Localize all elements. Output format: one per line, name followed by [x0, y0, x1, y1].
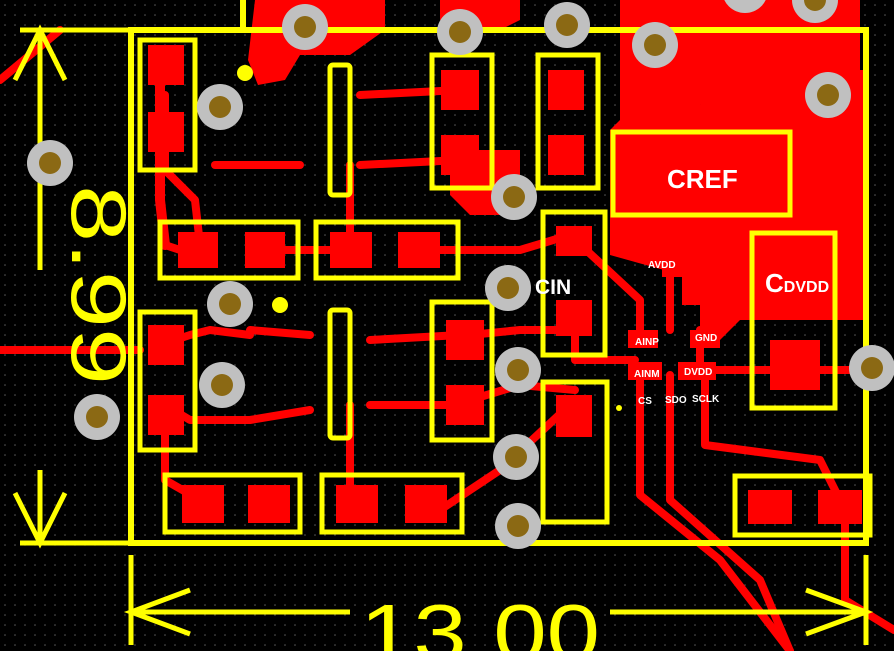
comp-outline: [313, 219, 461, 281]
trace-24: [636, 371, 794, 651]
pad: [148, 395, 184, 435]
horizontal-dimension: [123, 555, 874, 645]
pad: [441, 135, 479, 175]
via: [495, 503, 541, 549]
pad: [818, 490, 862, 524]
trace-15: [246, 326, 314, 339]
vias: [27, 0, 894, 549]
trace-12: [566, 231, 644, 334]
pad: [628, 330, 658, 348]
pad: [548, 70, 584, 110]
pad: [770, 340, 820, 390]
via: [493, 434, 539, 480]
trace-3: [155, 60, 170, 250]
pad: [678, 362, 716, 380]
comp-outline: [157, 219, 301, 281]
pin1-marker: [616, 405, 622, 411]
comp-outline: [540, 209, 608, 358]
comp-outline: [429, 299, 495, 443]
comp-outline: [732, 473, 873, 538]
pad: [398, 232, 440, 268]
via: [544, 2, 590, 48]
cdvdd-outline: [749, 230, 838, 411]
labels: CREF CIN CDVDD AVDD AINP GND AINM DVDD C…: [55, 164, 829, 651]
bar-outline: [327, 62, 353, 198]
pad: [446, 385, 484, 425]
via: [74, 394, 120, 440]
via: [792, 0, 838, 23]
via: [491, 174, 537, 220]
comp-outline: [540, 379, 610, 525]
pad: [690, 330, 720, 348]
pad: [148, 112, 184, 152]
pad: [336, 485, 378, 523]
via: [495, 347, 541, 393]
via: [197, 84, 243, 130]
comp-outline: [137, 309, 198, 453]
label-cin: CIN: [535, 276, 571, 299]
pin-sdo: SDO: [665, 395, 687, 406]
silkscreen: [12, 0, 874, 645]
pad: [446, 320, 484, 360]
via: [27, 140, 73, 186]
label-cdvdd-main: C: [765, 268, 784, 298]
pad: [245, 232, 285, 268]
label-cref: CREF: [667, 164, 738, 194]
via: [437, 9, 483, 55]
pads: [148, 45, 862, 524]
pad: [441, 70, 479, 110]
pad: [330, 232, 372, 268]
via: [199, 362, 245, 408]
pad: [748, 490, 792, 524]
pad: [662, 255, 684, 277]
pad: [556, 395, 592, 437]
via: [724, 0, 766, 13]
pin1-marker: [237, 65, 253, 81]
pin-sclk: SCLK: [692, 394, 720, 405]
pin-ainm: AINM: [634, 369, 660, 380]
label-cdvdd-sub: DVDD: [784, 279, 829, 296]
board-outline: [128, 27, 869, 546]
pad: [148, 325, 184, 365]
trace-26: [701, 371, 844, 504]
pin-avdd: AVDD: [648, 260, 676, 271]
pad: [556, 226, 592, 256]
trace-4: [161, 241, 184, 254]
pin-ainp: AINP: [635, 337, 659, 348]
pad: [178, 232, 218, 268]
pin-gnd: GND: [695, 333, 717, 344]
via: [632, 22, 678, 68]
bar-outline: [327, 307, 353, 441]
via: [485, 265, 531, 311]
pad: [148, 45, 184, 85]
pin-dvdd: DVDD: [684, 367, 712, 378]
pad: [548, 135, 584, 175]
via: [849, 345, 894, 391]
via: [207, 281, 253, 327]
pad: [628, 362, 662, 380]
via: [805, 72, 851, 118]
dvdd-pour: [700, 70, 865, 345]
dimension-height: 8.99: [55, 185, 143, 385]
via: [282, 4, 328, 50]
comp-outline: [162, 472, 303, 535]
pin-cs: CS: [638, 396, 652, 407]
pad: [248, 485, 290, 523]
pad: [182, 485, 224, 523]
pin1-marker: [272, 297, 288, 313]
pad: [556, 300, 592, 336]
comp-outline: [429, 52, 495, 191]
trace-16: [366, 331, 464, 344]
dimension-width: 13.00: [360, 588, 600, 651]
comp-outline: [137, 37, 198, 173]
comp-outline: [319, 472, 465, 535]
comp-outline: [535, 52, 601, 191]
label-cdvdd: CDVDD: [765, 268, 829, 298]
cref-outline: [610, 129, 793, 218]
pad: [405, 485, 447, 523]
